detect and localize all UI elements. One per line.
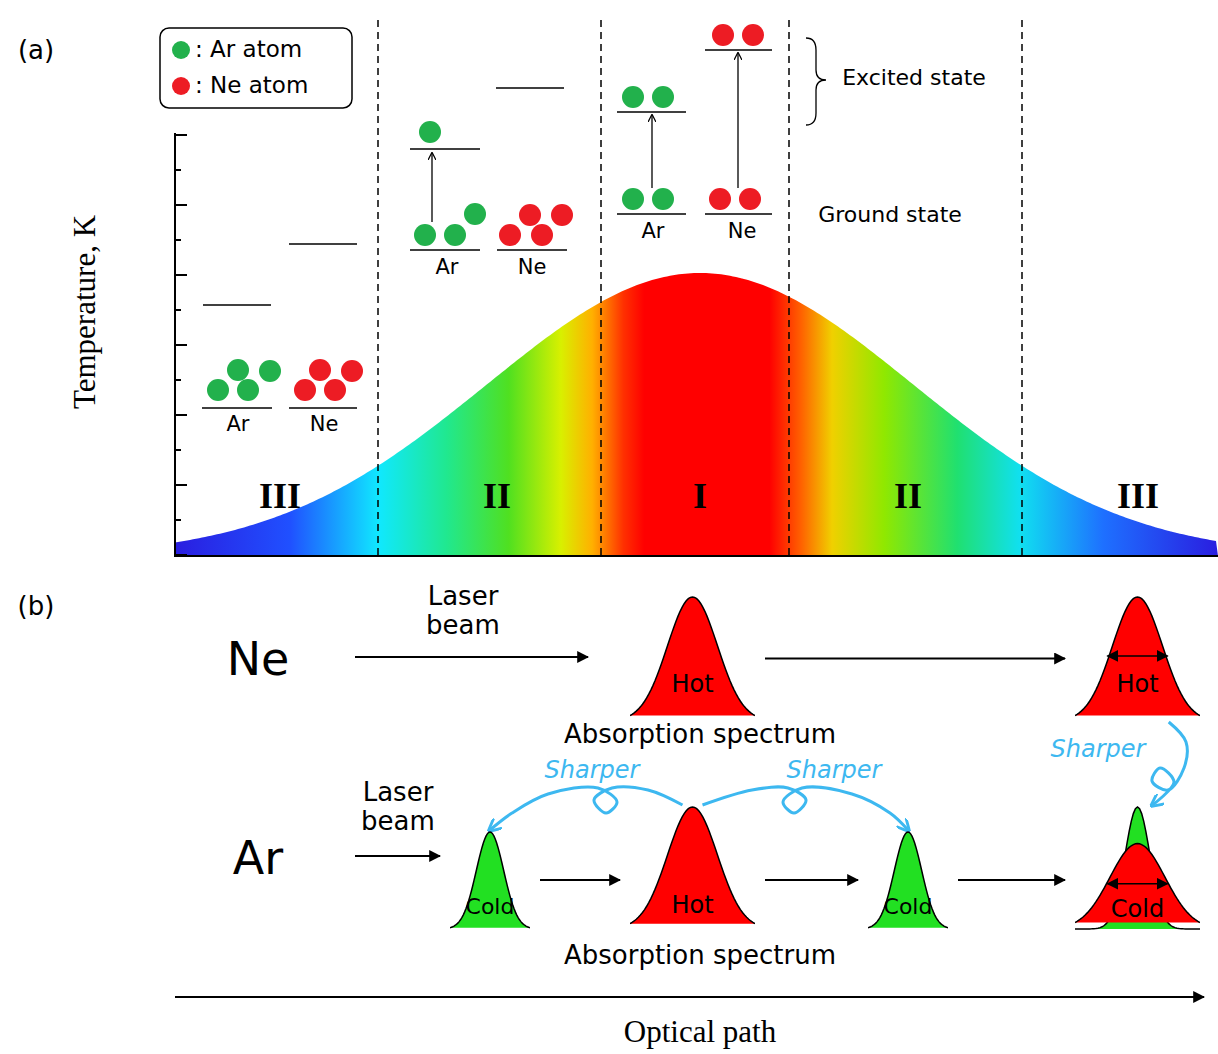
edge-label: Sharper [545, 756, 640, 784]
axis-title: Optical path [624, 1015, 776, 1049]
atom [309, 359, 331, 381]
spectrum-label: Absorption spectrum [564, 941, 836, 970]
sharpening-arrow [703, 787, 909, 830]
peak-shape [630, 595, 755, 722]
atom [341, 360, 363, 382]
atom [414, 224, 436, 246]
gas-label: Ar [233, 833, 283, 884]
spectrum-peak: Hot [630, 805, 755, 930]
atom [227, 359, 249, 381]
atom [519, 204, 541, 226]
peak-label: Cold [868, 896, 948, 918]
spectrum-peak: Hot [630, 595, 755, 722]
atom [652, 188, 674, 210]
legend-text: : Ar atom [195, 37, 302, 62]
spectrum-peak: Cold [1075, 805, 1200, 930]
element-label: Ar [227, 413, 250, 436]
atom [324, 379, 346, 401]
region-label: III [1117, 477, 1159, 517]
temperature-profile [175, 273, 1218, 556]
atom [622, 86, 644, 108]
legend-swatch [172, 41, 190, 59]
peak-label: Cold [450, 896, 530, 918]
energy-levels [202, 50, 772, 408]
element-label: Ne [518, 256, 547, 279]
atom [464, 203, 486, 225]
peak-label: Hot [1075, 672, 1200, 696]
element-label: Ne [728, 220, 757, 243]
atom [551, 204, 573, 226]
atom [652, 86, 674, 108]
beam-arrow [765, 658, 1065, 660]
spectrum-peak: Cold [450, 830, 530, 930]
sharpening-arrow [490, 787, 683, 830]
atom [419, 121, 441, 143]
atom [742, 24, 764, 46]
legend-box [160, 28, 352, 108]
beam-arrow [540, 879, 620, 881]
panel-letter: (a) [18, 36, 54, 65]
atom [499, 224, 521, 246]
atom [712, 24, 734, 46]
excitation-arrows [432, 53, 738, 222]
atom [259, 360, 281, 382]
axis-title: Temperature, K [68, 215, 102, 409]
element-label: Ar [642, 220, 665, 243]
sharpening-arrow [1152, 722, 1187, 805]
beam-arrow [765, 879, 858, 881]
state-label: Ground state [818, 203, 962, 227]
region-label: II [894, 477, 922, 517]
spectrum-label: Absorption spectrum [564, 720, 836, 749]
atom [709, 188, 731, 210]
optical-path-arrow [175, 996, 1204, 998]
legend-swatch [172, 77, 190, 95]
beam-label: Laser beam [343, 778, 453, 835]
legend-text: : Ne atom [195, 73, 308, 98]
edge-label: Sharper [787, 756, 882, 784]
element-label: Ne [310, 413, 339, 436]
panel-letter: (b) [18, 592, 55, 621]
region-label: III [259, 477, 301, 517]
temperature-axis [174, 133, 1218, 557]
state-label: Excited state [842, 66, 986, 90]
spectrum-peak: Cold [868, 830, 948, 930]
atom [294, 379, 316, 401]
peak-label: Hot [630, 893, 755, 917]
excited-brace [806, 38, 826, 125]
atom [444, 224, 466, 246]
atom [207, 379, 229, 401]
spectrum-peak: Hot [1075, 595, 1200, 722]
beam-label: Laser beam [408, 582, 518, 639]
axis-ticks [175, 135, 187, 555]
element-label: Ar [436, 256, 459, 279]
atom [622, 188, 644, 210]
peak-label: Cold [1075, 897, 1200, 921]
atom [739, 188, 761, 210]
atom [237, 379, 259, 401]
gas-label: Ne [227, 634, 290, 685]
atom [531, 224, 553, 246]
region-dividers [378, 20, 1022, 556]
edge-label: Sharper [1051, 735, 1146, 763]
peak-shape [1075, 595, 1200, 722]
beam-arrow [958, 879, 1065, 881]
peak-label: Hot [630, 672, 755, 696]
region-label: I [693, 477, 707, 517]
region-label: II [483, 477, 511, 517]
